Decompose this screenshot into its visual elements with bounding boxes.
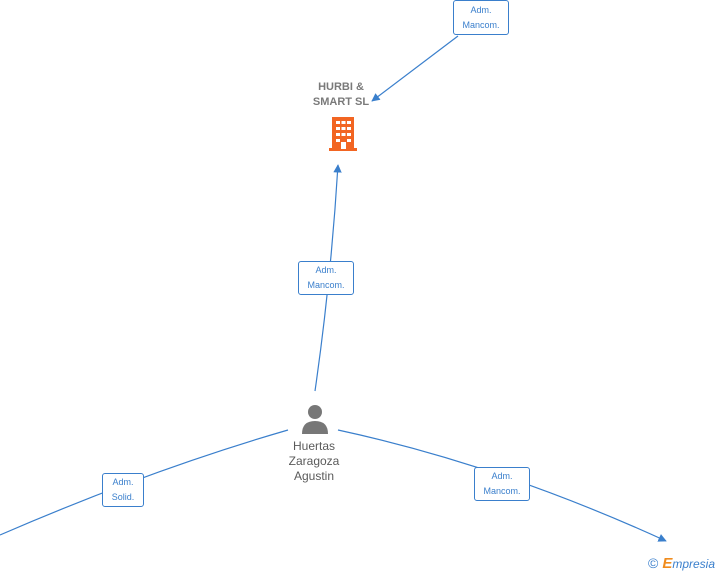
person-name[interactable]: Huertas Zaragoza Agustin xyxy=(268,439,360,484)
role-label-line2: Mancom. xyxy=(483,486,521,496)
role-label-line2: Mancom. xyxy=(462,19,500,30)
role-box-right[interactable]: Adm. Mancom. xyxy=(474,467,530,501)
role-label-line1: Adm. xyxy=(491,471,513,481)
role-label-line2: Mancom. xyxy=(307,280,345,290)
role-label-line1: Adm. xyxy=(470,4,492,15)
company-name-line1: HURBI & xyxy=(318,81,364,93)
role-box-left[interactable]: Adm. Solid. xyxy=(102,473,144,507)
copyright-icon: © xyxy=(648,555,659,571)
role-box-middle[interactable]: Adm. Mancom. xyxy=(298,261,354,295)
building-icon[interactable] xyxy=(328,116,358,152)
brand-name: mpresia xyxy=(672,556,716,571)
company-name-line2: SMART SL xyxy=(312,96,370,108)
footer-brand: © Empresia xyxy=(648,553,715,573)
person-name-line1: Huertas xyxy=(292,439,336,453)
edge-left-to-person xyxy=(0,429,289,536)
person-name-line2: Zaragoza xyxy=(288,454,340,468)
role-box-top[interactable]: Adm. Mancom. xyxy=(453,0,509,35)
company-name[interactable]: HURBI & SMART SL xyxy=(296,80,386,110)
person-icon[interactable] xyxy=(300,403,330,435)
brand-logo[interactable]: Empresia xyxy=(662,555,715,572)
person-name-line3: Agustin xyxy=(293,469,335,483)
edge-top-to-company xyxy=(371,35,459,102)
brand-initial: E xyxy=(662,554,673,572)
role-label-line1: Adm. xyxy=(315,265,337,275)
role-label-line1: Adm. xyxy=(112,477,134,487)
role-label-line2: Solid. xyxy=(111,492,135,502)
